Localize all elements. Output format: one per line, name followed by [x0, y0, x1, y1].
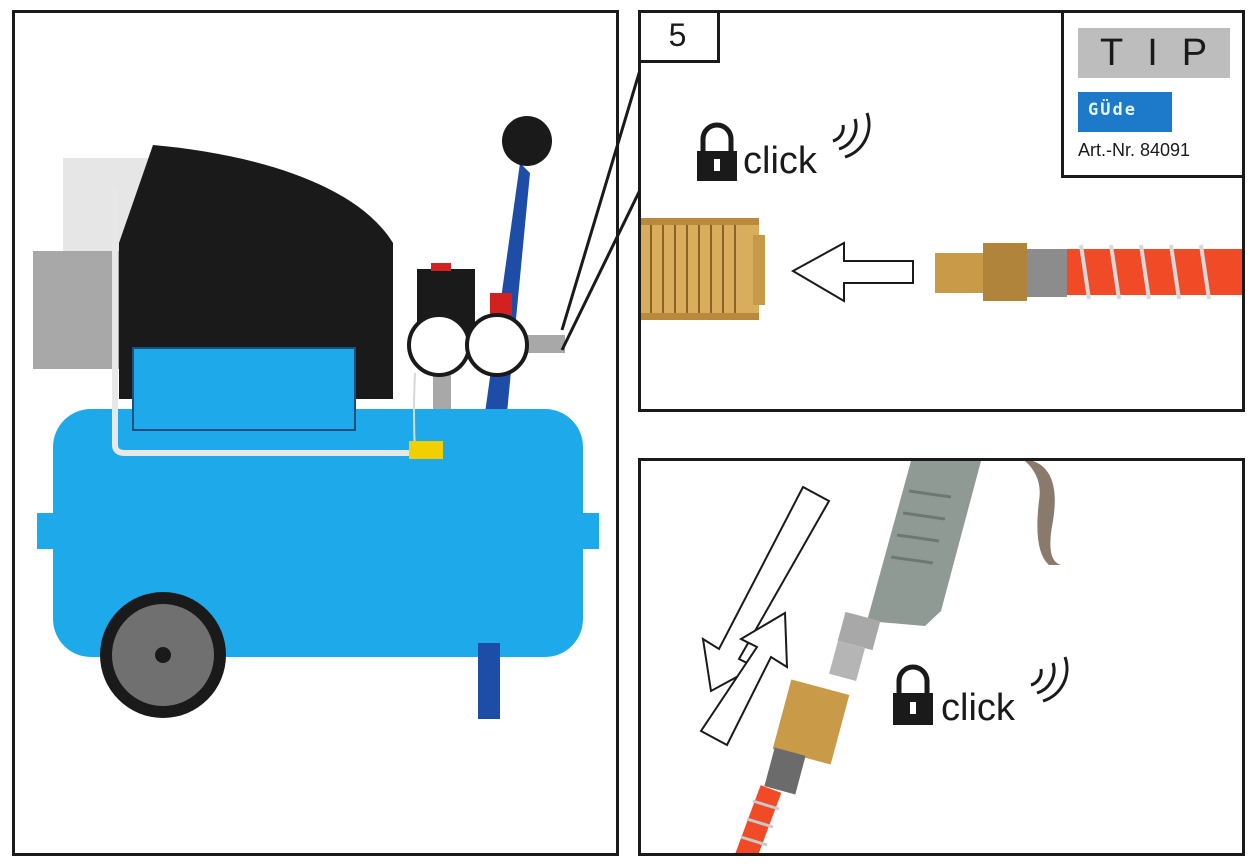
- knurl-lines: [650, 225, 736, 313]
- lock-icon: [893, 664, 933, 725]
- tank-pressure-gauge: [407, 313, 471, 377]
- compressor-panel: [12, 10, 619, 856]
- gun-hose-spring: [740, 799, 780, 847]
- step-number: 5: [641, 13, 720, 63]
- gun-nipple: [829, 640, 865, 682]
- tank-foot: [478, 643, 500, 719]
- switch-button: [431, 263, 451, 271]
- sound-waves-icon: [1030, 656, 1069, 703]
- tip-box: TIP GÜde Art.-Nr. 84091: [1061, 13, 1242, 178]
- insert-arrow: [790, 241, 914, 303]
- pressure-tube: [112, 188, 415, 456]
- quick-coupling-panel: click 5 TIP GÜde Art.-Nr. 84091: [638, 10, 1245, 412]
- coupler-nut: [764, 747, 806, 795]
- tank-end-left: [37, 513, 55, 549]
- blow-gun-illustration: [699, 461, 1069, 853]
- coupling-mouth: [753, 235, 765, 305]
- hose-spring: [1079, 244, 1211, 300]
- outlet-pipe: [521, 335, 565, 353]
- gun-nozzle: [837, 611, 881, 651]
- article-number: Art.-Nr. 84091: [1078, 140, 1191, 160]
- motor-cover: [119, 145, 393, 399]
- lock-icon: [697, 122, 737, 181]
- grip-ridges: [890, 489, 952, 565]
- click-label: click: [941, 687, 1015, 729]
- air-hose: [1067, 249, 1242, 295]
- tip-title: TIP: [1078, 28, 1230, 78]
- push-arrow-up: [699, 611, 789, 747]
- brand-name: GÜde: [1088, 100, 1137, 120]
- wheel-hub: [155, 647, 171, 663]
- safety-valve: [490, 293, 512, 315]
- coupling-illustration: [641, 112, 1242, 320]
- gauge-stem: [433, 369, 451, 409]
- tube-connector: [409, 441, 443, 459]
- plug-thread: [1027, 249, 1067, 297]
- blow-gun-panel: click: [638, 458, 1245, 856]
- push-arrow-down: [701, 485, 831, 693]
- output-pressure-gauge: [465, 313, 529, 377]
- plug-tip: [935, 253, 983, 293]
- tank-end-right: [581, 513, 599, 549]
- hose-coupler: [772, 679, 850, 765]
- air-tank: [53, 409, 583, 657]
- trigger-lever: [1025, 461, 1061, 565]
- brand-logo: GÜde: [1078, 92, 1172, 132]
- handle-knob: [502, 116, 552, 166]
- motor-panel: [132, 347, 356, 431]
- click-label: click: [743, 140, 817, 182]
- compressor-illustration: [33, 116, 599, 719]
- gun-hose: [735, 785, 782, 853]
- sound-waves-icon: [832, 112, 871, 159]
- plug-hex: [983, 243, 1027, 301]
- blow-gun-handle: [867, 461, 981, 626]
